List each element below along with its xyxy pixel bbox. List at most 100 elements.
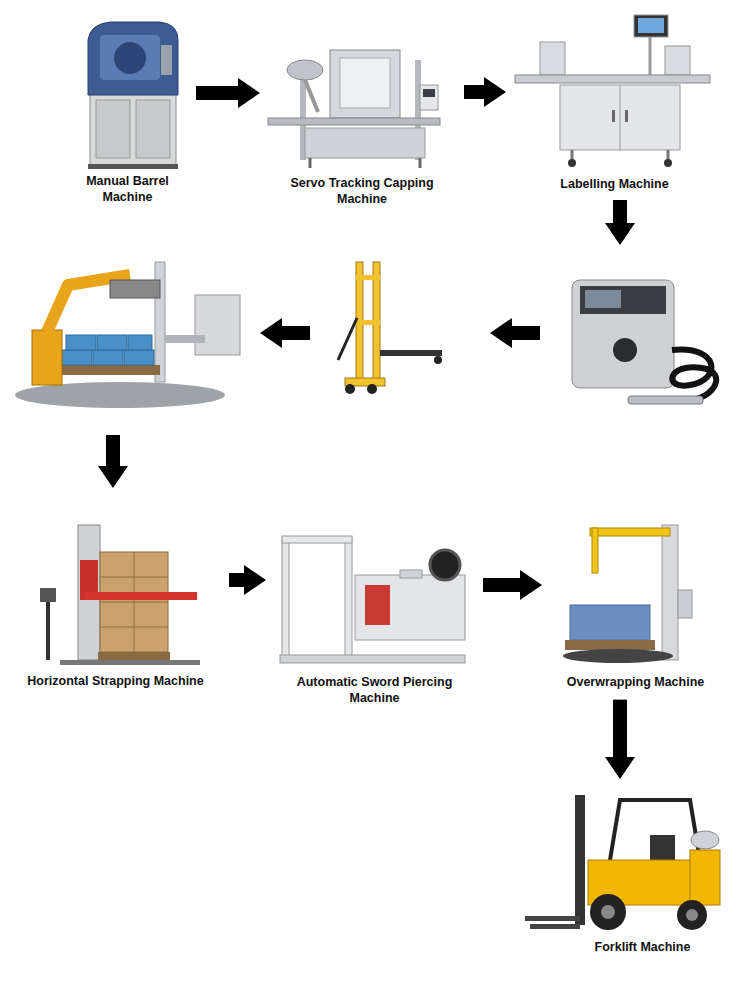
illustration-part (282, 536, 352, 543)
labelling-machine-illustration (515, 15, 710, 167)
picture-space (266, 40, 458, 174)
flow-arrow (483, 578, 520, 592)
illustration-part (282, 538, 289, 660)
illustration-part (96, 100, 130, 158)
machine-node: Forklift Machine (545, 785, 740, 959)
illustration-part (638, 18, 664, 33)
illustration-part (32, 330, 62, 385)
illustration-part (601, 905, 615, 919)
illustration-part (380, 350, 442, 356)
illustration-part (15, 382, 225, 408)
illustration-part (664, 159, 672, 167)
machine-node: Horizontal Strapping Machine (8, 515, 223, 693)
barrel-machine-illustration (88, 22, 178, 169)
illustration-part (338, 318, 357, 360)
illustration-part (356, 275, 380, 280)
illustration-part (40, 588, 56, 602)
illustration-part (46, 600, 50, 660)
illustration-part (612, 110, 615, 122)
illustration-part (585, 290, 621, 308)
flow-arrow (613, 700, 627, 757)
illustration-part (420, 85, 438, 110)
illustration-part (85, 592, 197, 600)
illustration-part (613, 338, 637, 362)
illustration-part (280, 655, 465, 663)
illustration-part (356, 320, 380, 325)
flow-arrow (490, 318, 540, 348)
illustration-part (650, 835, 675, 860)
illustration-part (110, 280, 160, 298)
illustration-part (195, 295, 240, 355)
capping-machine-illustration (268, 50, 440, 168)
illustration-part (98, 652, 170, 660)
flow-arrow (605, 200, 635, 245)
sword-piercing-illustration (280, 536, 465, 663)
illustration-part (430, 550, 460, 580)
machine-label: Horizontal Strapping Machine (8, 672, 223, 693)
illustration-part (367, 384, 377, 394)
illustration-part (620, 85, 621, 150)
flow-arrow (98, 435, 128, 488)
picture-space (548, 515, 723, 673)
illustration-part (97, 335, 127, 350)
illustration-part (592, 528, 598, 573)
flow-arrow (260, 318, 310, 348)
illustration-part (625, 110, 628, 122)
illustration-part (530, 924, 580, 929)
illustration-part (540, 42, 565, 75)
forklift-illustration (525, 795, 720, 930)
illustration-part (128, 335, 152, 350)
illustration-part (690, 850, 720, 905)
illustration-part (568, 159, 576, 167)
illustration-part (305, 128, 425, 158)
illustration-part (572, 280, 674, 388)
machine-label: Forklift Machine (545, 938, 740, 959)
illustration-part (90, 92, 176, 166)
strapping-machine-illustration (40, 525, 200, 665)
illustration-part (60, 365, 160, 375)
inkjet-printer-illustration (572, 280, 716, 404)
illustration-part (575, 795, 585, 925)
illustration-part (287, 60, 323, 80)
picture-space (545, 785, 740, 938)
illustration-part (60, 660, 200, 665)
machine-label: Overwrapping Machine (548, 673, 723, 694)
machine-node: Labelling Machine (512, 12, 717, 196)
illustration-part (590, 528, 670, 536)
illustration-part (677, 900, 707, 930)
machine-label: Automatic Sword Piercing Machine (272, 673, 477, 709)
illustration-part (515, 75, 710, 83)
illustration-part (88, 164, 178, 169)
illustration-part (649, 35, 652, 75)
machine-node: Servo Tracking Capping Machine (266, 40, 458, 210)
illustration-part (423, 89, 435, 97)
illustration-part (100, 552, 168, 652)
illustration-part (365, 585, 390, 625)
illustration-part (434, 356, 442, 364)
machine-node: Overwrapping Machine (548, 515, 723, 694)
illustration-part (590, 894, 626, 930)
illustration-part (100, 552, 168, 652)
illustration-part (570, 605, 650, 640)
illustration-part (563, 649, 673, 663)
illustration-part (355, 575, 465, 640)
robot-palletizer-illustration (15, 262, 240, 408)
machine-label: Servo Tracking Capping Machine (266, 174, 458, 210)
illustration-part (691, 831, 719, 849)
illustration-part (400, 570, 422, 578)
illustration-part (572, 150, 668, 160)
flow-arrow (196, 86, 238, 100)
machine-label: Labelling Machine (512, 175, 717, 196)
flow-arrows (98, 200, 635, 488)
illustration-part (305, 80, 318, 112)
illustration-part (310, 158, 420, 168)
illustration-part (580, 286, 666, 314)
picture-space (272, 530, 477, 673)
flow-arrow (464, 85, 484, 99)
illustration-part (345, 538, 352, 660)
illustration-part (560, 85, 680, 150)
illustration-part (165, 335, 205, 343)
